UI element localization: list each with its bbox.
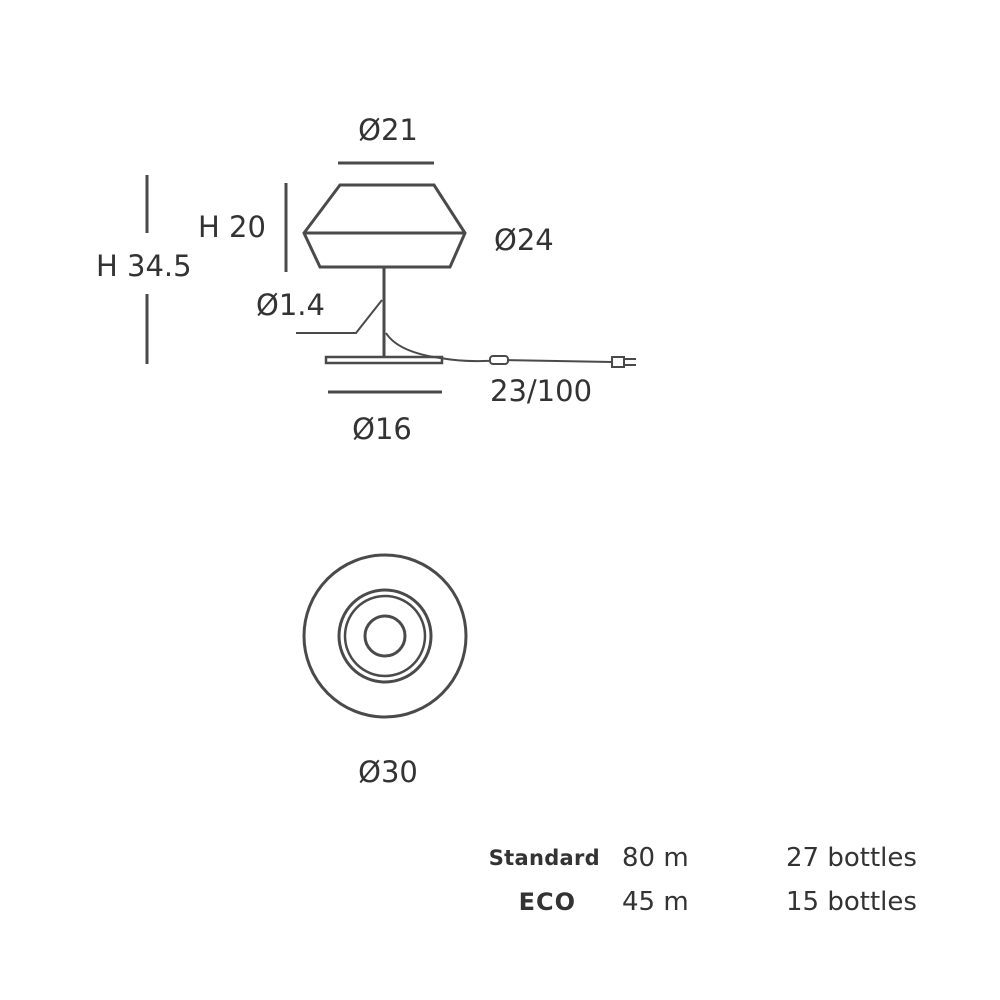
spec-length: 80 m xyxy=(622,843,689,873)
total-height-label: H 34.5 xyxy=(96,249,192,283)
lamp-shade xyxy=(302,183,467,269)
lamp-base xyxy=(324,355,444,365)
shade-height-label: H 20 xyxy=(198,210,266,244)
elevation-view: Ø21 H 20 H 34.5 Ø24 Ø1.4 23/100 Ø16 xyxy=(96,113,636,446)
spec-row-standard: Standard 80 m 27 bottles xyxy=(480,838,960,878)
base-diameter-label: Ø16 xyxy=(352,412,412,446)
top-diameter-label: Ø21 xyxy=(358,113,418,147)
spec-bottles: 15 bottles xyxy=(786,887,917,917)
spec-version: ECO xyxy=(518,888,576,916)
plan-base-ring-outer xyxy=(337,588,433,684)
plug-icon xyxy=(611,356,636,368)
stem-diameter-label: Ø1.4 xyxy=(256,288,325,322)
power-cable xyxy=(385,332,613,363)
spec-length: 45 m xyxy=(622,887,689,917)
spec-row-eco: ECO 45 m 15 bottles xyxy=(480,882,960,922)
plan-outer-circle xyxy=(302,553,468,719)
plan-diameter-label: Ø30 xyxy=(358,755,418,789)
cable-length-label: 23/100 xyxy=(490,374,592,408)
plan-inner-circle xyxy=(363,614,407,658)
shade-diameter-label: Ø24 xyxy=(494,223,554,257)
plan-view: Ø30 xyxy=(302,553,468,789)
spec-version: Standard xyxy=(488,846,600,870)
stem-diameter-leader xyxy=(296,299,383,334)
plan-base-ring-inner xyxy=(343,594,427,678)
spec-bottles: 27 bottles xyxy=(786,843,917,873)
cable-switch xyxy=(489,355,509,365)
